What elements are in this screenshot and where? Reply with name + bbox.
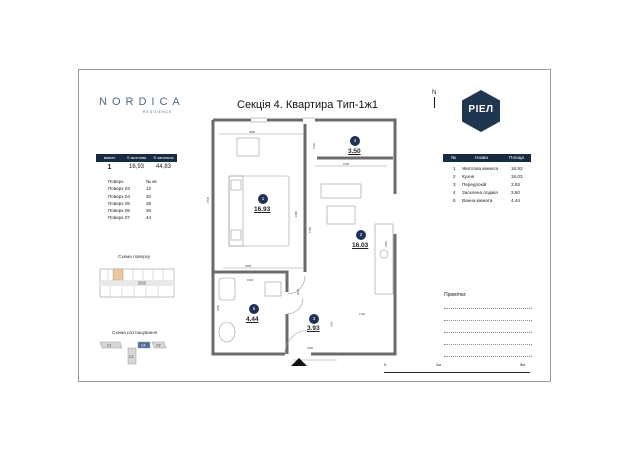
- spec-header-total: S загальна: [153, 155, 174, 160]
- floor-scheme-label: Схема поверху: [118, 254, 151, 259]
- dim-mid: 3480: [294, 210, 299, 218]
- apartment-floor-plan: 3880 2700 3745 3480 5700 3450 2290 1900 …: [206, 114, 417, 370]
- logo-wordmark: NORDICA: [99, 96, 185, 108]
- spec-header-rooms: кімнат: [103, 155, 116, 160]
- north-label: N: [432, 90, 437, 96]
- site-block-c4: С4: [141, 344, 146, 348]
- site-scheme-diagram: С1 С4 С3 С2: [99, 341, 167, 365]
- dim-bath-w: 1900: [247, 278, 254, 282]
- scale-label-2m: 2м: [436, 362, 441, 367]
- rooms-table-header: № Назва Площа: [443, 154, 531, 162]
- floor-scheme-diagram: [99, 268, 175, 298]
- scale-label-5m: 5м: [520, 362, 525, 367]
- note-line: [444, 356, 532, 357]
- notes-label: Примітки:: [444, 292, 467, 298]
- site-block-c1: С1: [107, 344, 112, 348]
- page-title: Секція 4. Квартира Тип-1ж1: [237, 99, 379, 111]
- dim-balcony-h: 1130: [312, 142, 317, 150]
- room-5-area: 4.44: [246, 316, 259, 323]
- room-3-badge: 3: [309, 314, 319, 324]
- room-2-badge: 2: [356, 230, 366, 240]
- dim-left: 3745: [206, 196, 211, 204]
- dim-bottom: 2360: [307, 346, 314, 350]
- scale-bar: 0 2м 5м: [384, 362, 530, 378]
- spec-living-value: 16,93: [128, 164, 144, 170]
- developer-logo: РІЕЛ: [459, 89, 503, 133]
- spec-total-value: 44,83: [155, 164, 171, 170]
- north-arrow-icon: N: [430, 90, 440, 108]
- dim-balcony: 2700: [343, 162, 350, 166]
- note-line: [444, 332, 532, 333]
- rooms-header-name: Назва: [475, 155, 488, 160]
- room-2-area: 16.03: [352, 242, 369, 249]
- logo-subtitle: RESIDENCE: [143, 110, 173, 114]
- site-block-c2: С2: [129, 355, 134, 359]
- dim-small2: 940: [329, 321, 334, 327]
- note-line: [444, 320, 532, 321]
- dim-small1: 1700: [359, 312, 366, 316]
- note-line: [444, 344, 532, 345]
- spec-table-header: кімнат S житлова S загальна: [96, 154, 177, 162]
- rooms-header-num: №: [451, 155, 456, 160]
- floors-header: Поверх № кв: [108, 179, 157, 184]
- hexagon-icon: [462, 90, 500, 132]
- dim-bath-h: 2250: [216, 304, 221, 312]
- dim-corridor: 3020: [296, 288, 301, 296]
- room-5-badge: 5: [249, 304, 259, 314]
- room-1-badge: 1: [258, 194, 268, 204]
- nordica-logo: NORDICA RESIDENCE: [99, 96, 181, 126]
- room-3-area: 3.93: [307, 325, 320, 332]
- plan-walls: [211, 117, 397, 366]
- developer-logo-text: РІЕЛ: [468, 104, 494, 115]
- dim-hall: 2290: [245, 264, 252, 268]
- spec-header-living: S житлова: [126, 155, 147, 160]
- room-1-area: 16.93: [254, 206, 271, 213]
- dim-inner: 5700: [308, 226, 313, 234]
- site-scheme-label: Схема розташування: [112, 330, 158, 335]
- site-block-c3: С3: [156, 344, 161, 348]
- spec-rooms-value: 1: [107, 164, 112, 171]
- note-line: [444, 308, 532, 309]
- rooms-header-area: Площа: [509, 155, 524, 160]
- dim-top: 3880: [249, 130, 256, 134]
- room-4-badge: 4: [350, 136, 360, 146]
- scale-label-0: 0: [384, 362, 387, 367]
- dim-right: 3450: [384, 240, 389, 248]
- spec-table-values: 1 16,93 44,83: [96, 164, 177, 171]
- room-4-area: 3.50: [348, 148, 361, 155]
